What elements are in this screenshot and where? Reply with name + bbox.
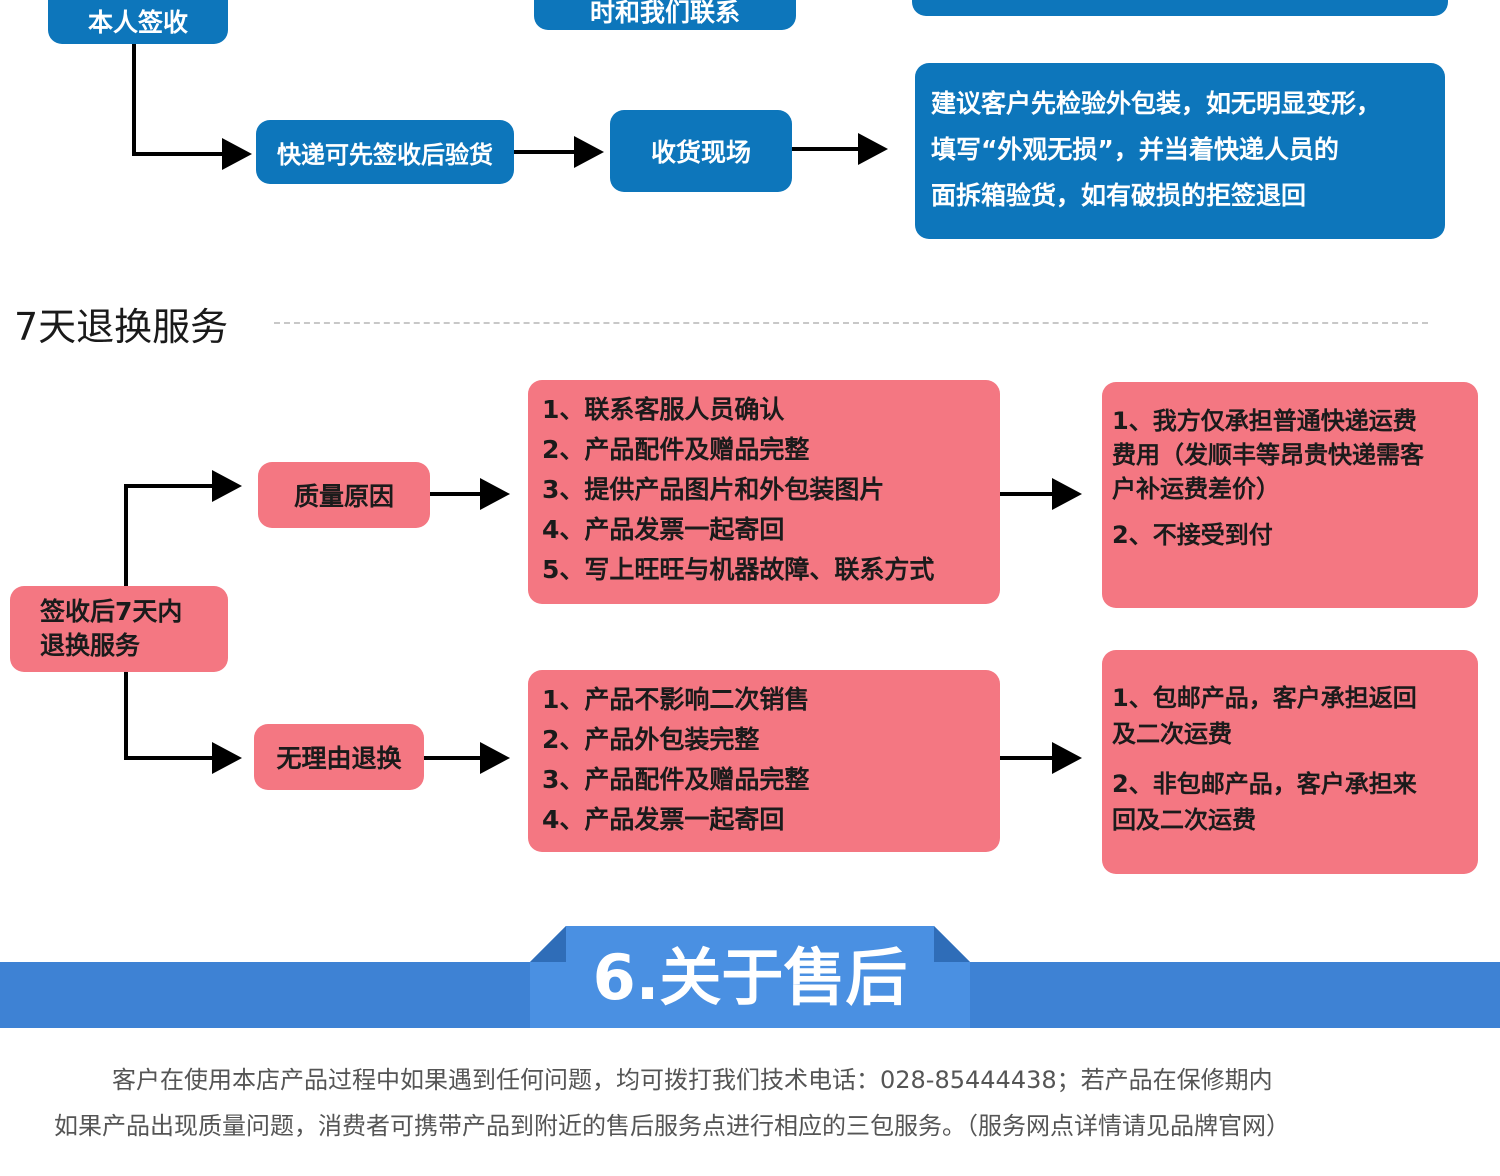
footer-line: 客户在使用本店产品过程中如果遇到任何问题，均可拨打我们技术电话：028-8544… [112,1066,1273,1094]
banner-title: 6.关于售后 [592,941,908,1014]
no-reason-steps-box: 1、产品不影响二次销售 2、产品外包装完整 3、产品配件及赠品完整 4、产品发票… [528,670,1000,852]
no-reason-box: 无理由退换 [254,724,424,790]
arrow-right-icon [480,742,510,774]
quality-step: 5、写上旺旺与机器故障、联系方式 [542,555,935,584]
footer-line: 如果产品出现质量问题，消费者可携带产品到附近的售后服务点进行相应的三包服务。（服… [54,1112,1290,1140]
top-mid-box: 时和我们联系 [534,0,796,30]
arrow-right-icon [574,136,604,168]
quality-result-box: 1、我方仅承担普通快递运费 费用（发顺丰等昂贵快递需客 户补运费差价） 2、不接… [1102,382,1478,608]
connector-line [132,44,136,156]
banner-tab [530,926,970,1028]
express-box-label: 快递可先签收后验货 [277,140,493,169]
connector-line [124,756,214,760]
arrow-right-icon [1052,742,1082,774]
no-reason-result-box: 1、包邮产品，客户承担返回 及二次运费 2、非包邮产品，客户承担来 回及二次运费 [1102,650,1478,874]
no-reason-box-label: 无理由退换 [276,744,402,773]
connector-line [124,672,128,758]
connector-line [132,152,224,156]
advice-line: 建议客户先检验外包装，如无明显变形， [931,89,1382,118]
connector-line [792,147,858,151]
connector-line [124,484,214,488]
section-divider [274,322,1428,324]
arrow-right-icon [212,470,242,502]
return-root-line: 签收后7天内 [40,597,183,626]
no-reason-step: 1、产品不影响二次销售 [542,685,810,714]
connector-line [1000,756,1054,760]
no-reason-result-line: 及二次运费 [1112,720,1232,748]
connector-line [1000,492,1054,496]
return-root-box: 签收后7天内 退换服务 [10,586,228,672]
quality-step: 1、联系客服人员确认 [542,395,785,424]
no-reason-result-line: 回及二次运费 [1112,806,1256,834]
quality-step: 4、产品发票一起寄回 [542,515,785,544]
quality-result-line: 户补运费差价） [1112,475,1280,503]
connector-line [514,150,576,154]
quality-box-label: 质量原因 [293,482,394,511]
quality-result-line: 1、我方仅承担普通快递运费 [1112,407,1417,435]
no-reason-step: 2、产品外包装完整 [542,725,760,754]
arrow-right-icon [1052,478,1082,510]
quality-result-line: 费用（发顺丰等昂贵快递需客 [1112,441,1424,469]
top-left-box-label: 本人签收 [87,8,188,37]
quality-box: 质量原因 [258,462,430,528]
arrow-right-icon [222,138,252,170]
no-reason-step: 4、产品发票一起寄回 [542,805,785,834]
arrow-right-icon [858,133,888,165]
connector-line [124,484,128,586]
advice-line: 面拆箱验货，如有破损的拒签退回 [931,181,1307,210]
quality-steps-box: 1、联系客服人员确认 2、产品配件及赠品完整 3、提供产品图片和外包装图片 4、… [528,380,1000,604]
return-root-line: 退换服务 [40,631,141,660]
advice-box: 建议客户先检验外包装，如无明显变形， 填写“外观无损”，并当着快递人员的 面拆箱… [915,63,1445,239]
section-title: 7天退换服务 [14,305,229,349]
quality-step: 3、提供产品图片和外包装图片 [542,475,885,504]
scene-box: 收货现场 [610,110,792,192]
no-reason-result-line: 2、非包邮产品，客户承担来 [1112,770,1417,798]
no-reason-step: 3、产品配件及赠品完整 [542,765,810,794]
quality-step: 2、产品配件及赠品完整 [542,435,810,464]
connector-line [424,756,482,760]
arrow-right-icon [212,742,242,774]
no-reason-result-line: 1、包邮产品，客户承担返回 [1112,684,1417,712]
top-right-box [912,0,1448,16]
top-mid-box-label: 时和我们联系 [589,0,740,27]
connector-line [430,492,482,496]
top-left-box: 本人签收 [48,0,228,44]
advice-line: 填写“外观无损”，并当着快递人员的 [931,135,1339,164]
scene-box-label: 收货现场 [650,138,751,167]
arrow-right-icon [480,478,510,510]
quality-result-line: 2、不接受到付 [1112,521,1273,549]
express-box: 快递可先签收后验货 [256,120,514,184]
